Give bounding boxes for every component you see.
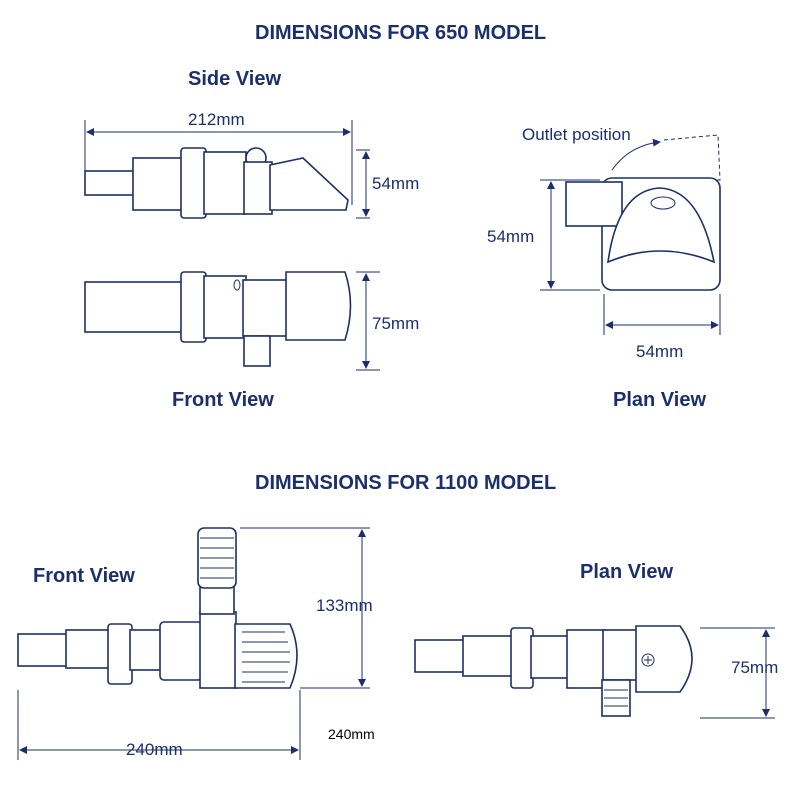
model-650-title: DIMENSIONS FOR 650 MODEL <box>255 22 547 44</box>
plan-view-650-drawing <box>540 134 721 335</box>
model-1100-title: DIMENSIONS FOR 1100 MODEL <box>255 472 557 494</box>
front-view-1100-length-note: 240mm <box>328 726 375 742</box>
front-view-650-drawing <box>84 271 380 371</box>
side-view-label: Side View <box>188 68 282 90</box>
front-view-650-label: Front View <box>172 389 274 411</box>
plan-view-1100-drawing <box>414 625 775 719</box>
outlet-position-note: Outlet position <box>522 125 631 144</box>
front-view-1100-drawing <box>17 527 370 760</box>
plan-view-650-label: Plan View <box>613 389 707 411</box>
front-view-1100-label: Front View <box>33 565 135 587</box>
side-view-height-dim: 54mm <box>372 174 420 193</box>
plan-view-650-width-dim: 54mm <box>636 342 684 361</box>
plan-view-1100-label: Plan View <box>580 561 674 583</box>
plan-view-650-height-dim: 54mm <box>487 227 535 246</box>
side-view-650-drawing <box>84 120 370 219</box>
side-view-length-dim: 212mm <box>188 110 245 129</box>
front-view-650-height-dim: 75mm <box>372 314 420 333</box>
